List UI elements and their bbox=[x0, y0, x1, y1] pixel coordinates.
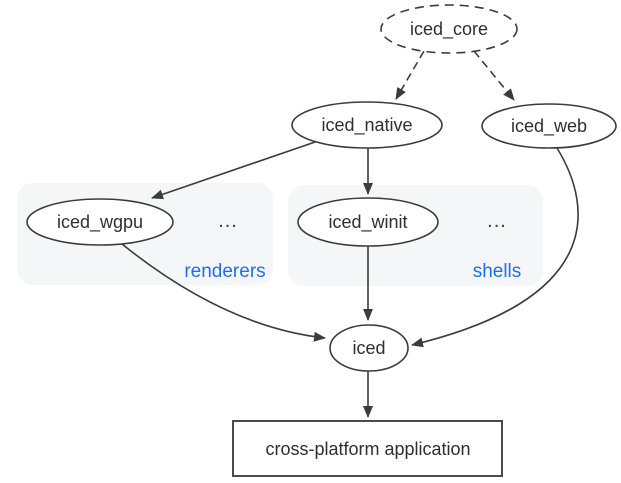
edge-iced_core-iced_web bbox=[473, 50, 515, 101]
node-label-iced: iced bbox=[352, 338, 385, 358]
group-label-renderers: renderers bbox=[184, 261, 265, 282]
node-iced_wgpu bbox=[26, 198, 174, 246]
node-label-iced_native: iced_native bbox=[321, 115, 412, 136]
node-iced_winit bbox=[297, 197, 439, 247]
edge-iced_web-iced bbox=[411, 147, 579, 348]
node-label-iced_web: iced_web bbox=[511, 116, 587, 137]
node-iced bbox=[329, 324, 409, 372]
renderers-ellipsis: ... bbox=[218, 210, 238, 232]
node-label-iced_core: iced_core bbox=[410, 19, 488, 40]
edge-iced_native-iced_wgpu bbox=[151, 140, 319, 200]
node-iced_core bbox=[380, 4, 518, 54]
node-iced_web bbox=[481, 103, 617, 149]
group-label-shells: shells bbox=[473, 261, 522, 282]
node-label-iced_wgpu: iced_wgpu bbox=[57, 212, 143, 233]
node-label-application: cross-platform application bbox=[265, 439, 470, 459]
node-label-iced_winit: iced_winit bbox=[328, 212, 407, 233]
node-application bbox=[232, 420, 503, 477]
shells-ellipsis: ... bbox=[487, 210, 507, 232]
edge-iced_wgpu-iced bbox=[121, 243, 326, 342]
edge-iced_core-iced_native bbox=[395, 50, 425, 100]
node-iced_native bbox=[291, 101, 443, 149]
